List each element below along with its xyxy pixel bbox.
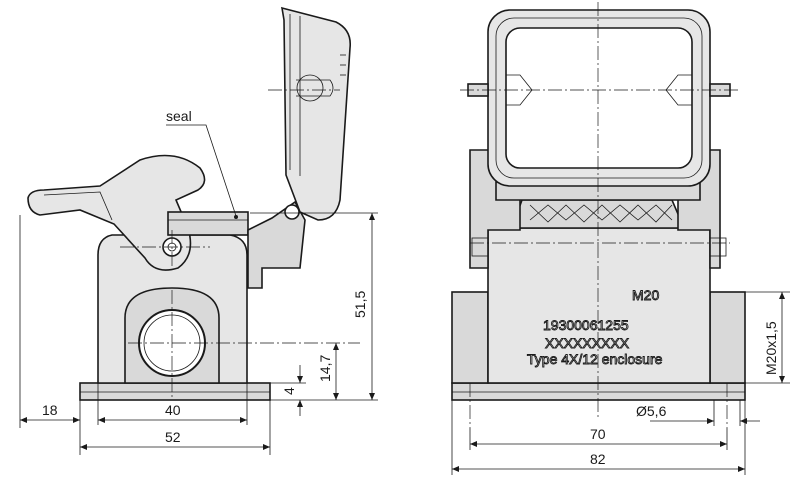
dim-side-gland-height: 14,7 — [317, 355, 333, 382]
seal-label: seal — [166, 108, 192, 124]
marking-rating: Type 4X/12 enclosure — [527, 351, 663, 367]
dim-front-base-width: 82 — [590, 451, 606, 467]
dim-side-height-total: 51,5 — [352, 291, 368, 318]
dim-side-base-inner: 40 — [165, 402, 181, 418]
dim-front-hole-spacing: 70 — [590, 426, 606, 442]
side-locking-lever — [27, 154, 206, 271]
side-top-frame — [167, 211, 249, 236]
side-view: seal 51,5 14,7 4 18 40 52 — [19, 6, 378, 455]
marking-code: XXXXXXXXX — [545, 335, 630, 351]
dim-side-overhang: 18 — [42, 402, 58, 418]
marking-thread: M20 — [632, 287, 659, 303]
front-view: M20 19300061255 XXXXXXXXX Type 4X/12 enc… — [451, 2, 790, 475]
dim-side-base-total: 52 — [165, 429, 181, 445]
front-housing-body — [487, 227, 711, 384]
dim-front-hole-diameter: Ø5,6 — [636, 403, 667, 419]
front-left-boss — [451, 291, 489, 384]
front-right-boss — [709, 291, 746, 384]
dim-front-thread: M20x1,5 — [763, 321, 779, 375]
front-hood-opening — [505, 27, 693, 169]
side-open-lid — [281, 6, 352, 221]
front-base-plate — [451, 382, 746, 401]
marking-part-number: 19300061255 — [543, 317, 629, 333]
side-base-plate — [79, 382, 271, 401]
dim-side-base-thickness: 4 — [281, 387, 297, 395]
